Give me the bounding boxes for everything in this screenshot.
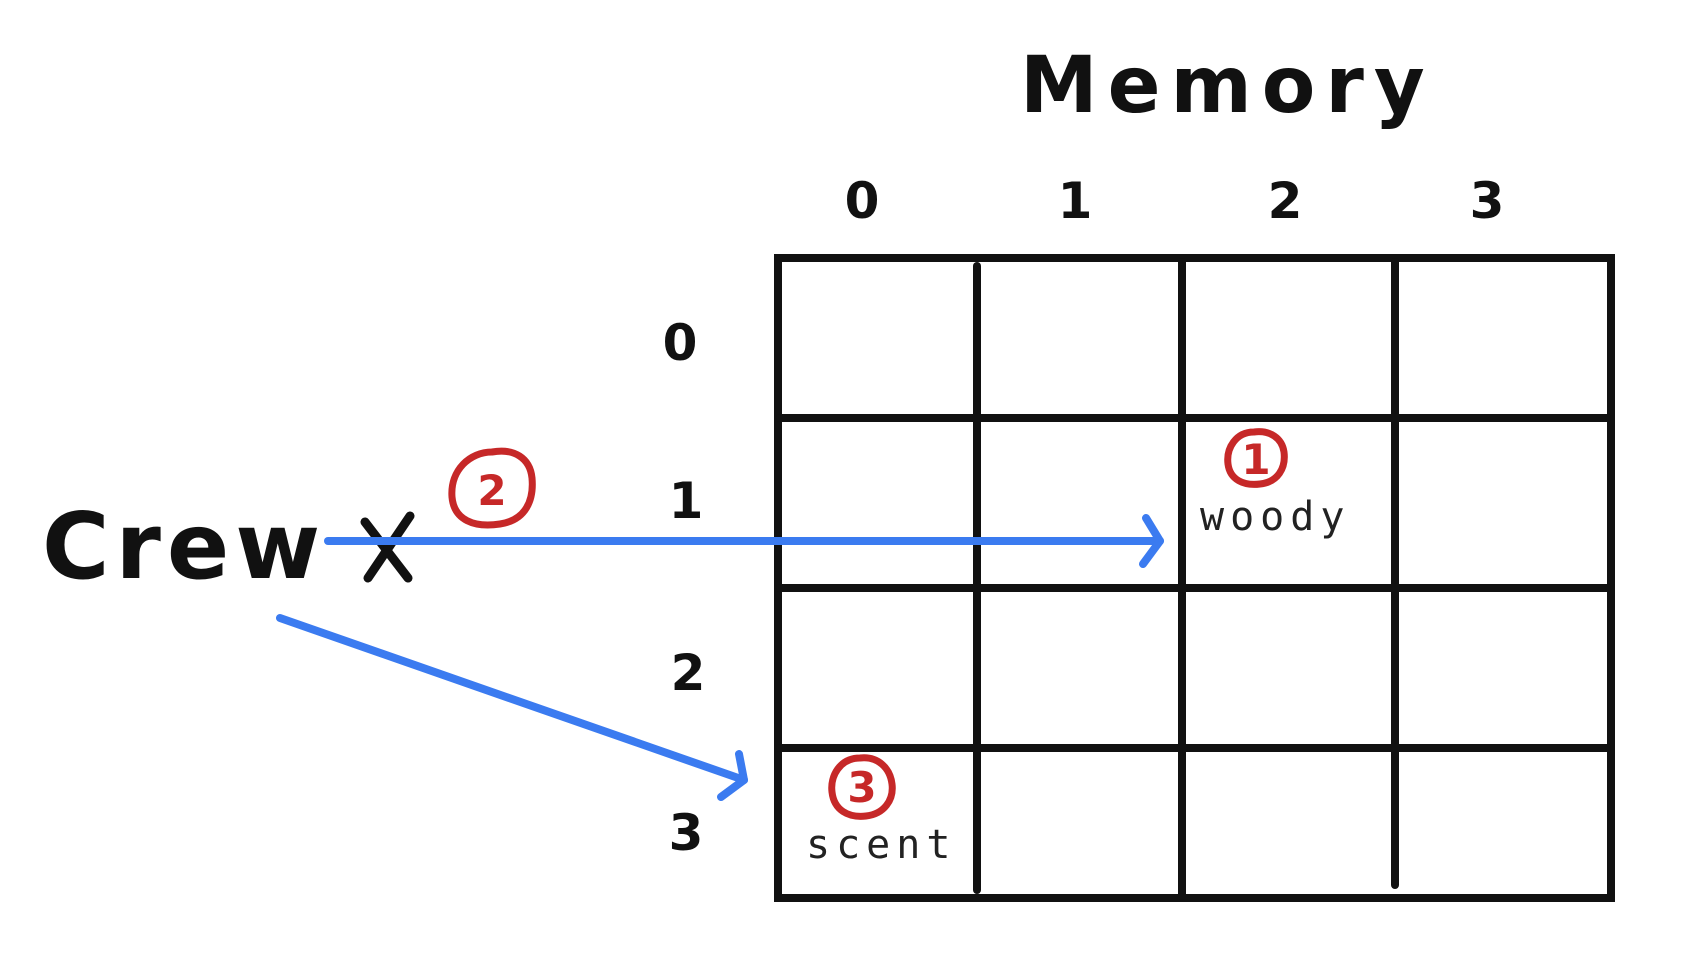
- arrow-to-scent: [276, 614, 748, 801]
- row-index-2: 2: [671, 644, 706, 702]
- row-index-1: 1: [669, 472, 704, 530]
- column-index-0: 0: [845, 172, 880, 230]
- crew-label: Crew: [42, 493, 326, 600]
- cell-woody: 1 woody: [1200, 428, 1350, 540]
- column-index-2: 2: [1268, 172, 1303, 230]
- memory-grid: [774, 254, 1615, 902]
- row-index-3: 3: [669, 804, 704, 862]
- column-index-1: 1: [1058, 172, 1093, 230]
- grid-border: [774, 254, 1615, 902]
- cell-label-woody: woody: [1200, 494, 1350, 540]
- row-indices: 0 1 2 3: [663, 314, 706, 862]
- badge-2-icon: 2: [448, 447, 536, 529]
- column-indices: 0 1 2 3: [845, 172, 1505, 230]
- row-index-0: 0: [663, 314, 698, 372]
- badge-2-number: 2: [477, 466, 506, 515]
- badge-1-number: 1: [1241, 435, 1270, 484]
- cross-x-icon: X: [360, 511, 415, 583]
- arrow-to-woody: [324, 514, 1164, 568]
- cell-label-scent: scent: [806, 822, 956, 868]
- diagram-title: Memory: [1020, 41, 1435, 131]
- cell-scent: 3 scent: [806, 754, 956, 868]
- badge-3-number: 3: [847, 763, 876, 812]
- column-index-3: 3: [1470, 172, 1505, 230]
